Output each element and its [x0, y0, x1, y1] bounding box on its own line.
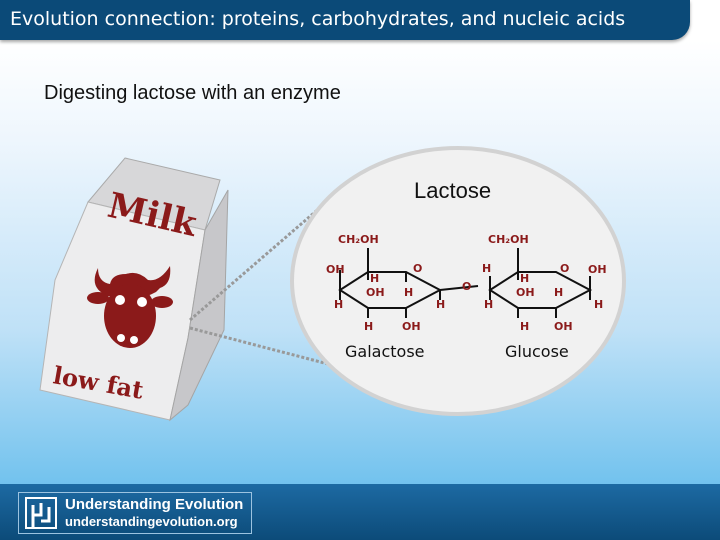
glycosidic-oxygen: O — [462, 280, 471, 293]
svg-text:OH: OH — [554, 320, 573, 333]
title-bar: Evolution connection: proteins, carbohyd… — [0, 0, 690, 40]
svg-text:H: H — [482, 262, 491, 275]
svg-text:H: H — [364, 320, 373, 333]
svg-text:H: H — [370, 272, 379, 285]
svg-text:O: O — [560, 262, 569, 275]
svg-text:OH: OH — [366, 286, 385, 299]
galactose-structure — [338, 248, 479, 318]
milk-carton: Milk low fat — [39, 157, 229, 422]
zoom-bubble — [290, 146, 626, 416]
svg-text:H: H — [594, 298, 603, 311]
glucose-atoms: CH₂OH H H O OH OH H H H H OH — [482, 233, 607, 333]
glucose-label: Glucose — [505, 342, 569, 361]
org-name: Understanding Evolution — [65, 496, 244, 513]
footer-bar: Understanding Evolution understandingevo… — [0, 484, 720, 540]
slide-subtitle: Digesting lactose with an enzyme — [44, 82, 341, 104]
understanding-evolution-logo[interactable]: Understanding Evolution understandingevo… — [18, 492, 252, 534]
svg-text:H: H — [436, 298, 445, 311]
zoom-line-top — [189, 204, 323, 322]
galactose-atoms: CH₂OH OH H O OH H H H H OH — [326, 233, 445, 333]
svg-text:H: H — [404, 286, 413, 299]
svg-text:H: H — [520, 320, 529, 333]
glucose-structure — [488, 248, 593, 318]
svg-text:H: H — [334, 298, 343, 311]
svg-text:OH: OH — [516, 286, 535, 299]
svg-text:H: H — [554, 286, 563, 299]
svg-text:OH: OH — [402, 320, 421, 333]
svg-text:H: H — [520, 272, 529, 285]
svg-text:O: O — [413, 262, 422, 275]
branching-tree-icon — [25, 497, 57, 529]
svg-text:OH: OH — [588, 263, 607, 276]
lactose-label: Lactose — [414, 178, 492, 203]
cow-face-icon — [87, 266, 173, 348]
slide-title: Evolution connection: proteins, carbohyd… — [10, 8, 626, 30]
svg-text:H: H — [484, 298, 493, 311]
org-url[interactable]: understandingevolution.org — [65, 514, 238, 529]
svg-text:CH₂OH: CH₂OH — [338, 233, 379, 246]
svg-text:OH: OH — [326, 263, 345, 276]
svg-text:CH₂OH: CH₂OH — [488, 233, 529, 246]
galactose-label: Galactose — [345, 342, 425, 361]
